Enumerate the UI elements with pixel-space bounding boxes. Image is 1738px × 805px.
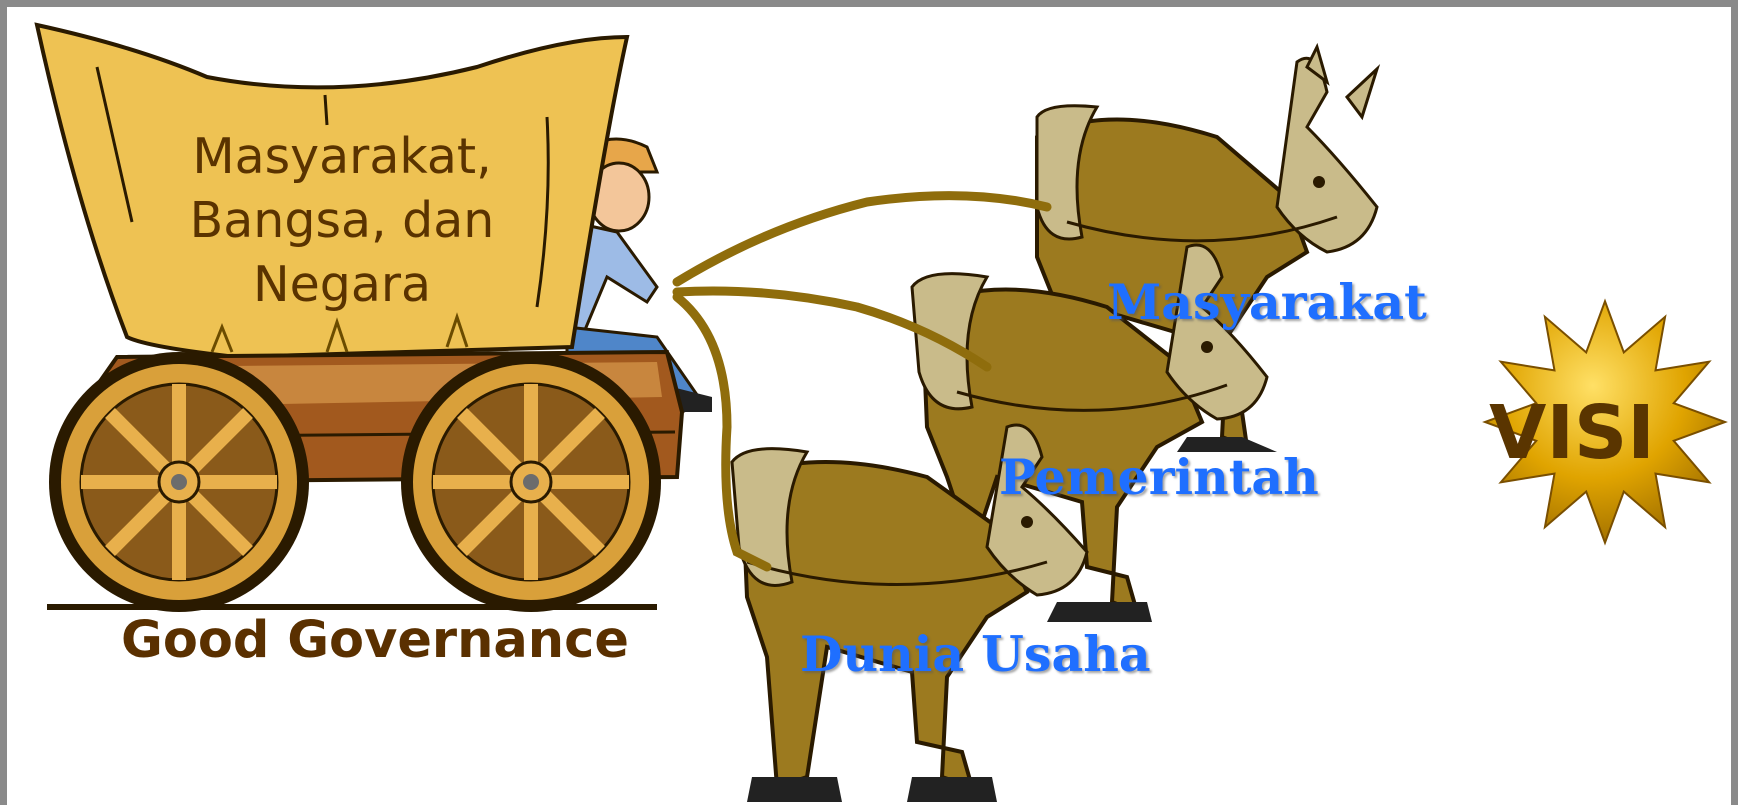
wagon-cover-line-3: Negara [252,256,432,313]
reins [672,191,1052,572]
wagon-caption: Good Governance [121,611,629,670]
wagon-cover-line-1: Masyarakat, [192,128,492,185]
wagon-wheel-right [401,352,661,612]
horse-label-pemerintah: Pemerintah [999,448,1319,506]
wagon-horses-illustration [34,22,1728,802]
horse-label-masyarakat: Masyarakat [1107,273,1427,331]
horse-dunia-usaha [730,423,1089,802]
horse-masyarakat [1035,42,1381,452]
visi-label: VISI [1489,390,1655,476]
wagon-cover-text: Masyarakat, Bangsa, dan Negara [157,125,527,317]
wagon-cover [34,22,630,360]
wagon-cover-line-2: Bangsa, dan [189,192,495,249]
wagon-wheel-left [49,352,309,612]
horse-pemerintah [910,243,1269,622]
horse-label-dunia-usaha: Dunia Usaha [800,625,1151,683]
visi-star [1482,298,1728,546]
